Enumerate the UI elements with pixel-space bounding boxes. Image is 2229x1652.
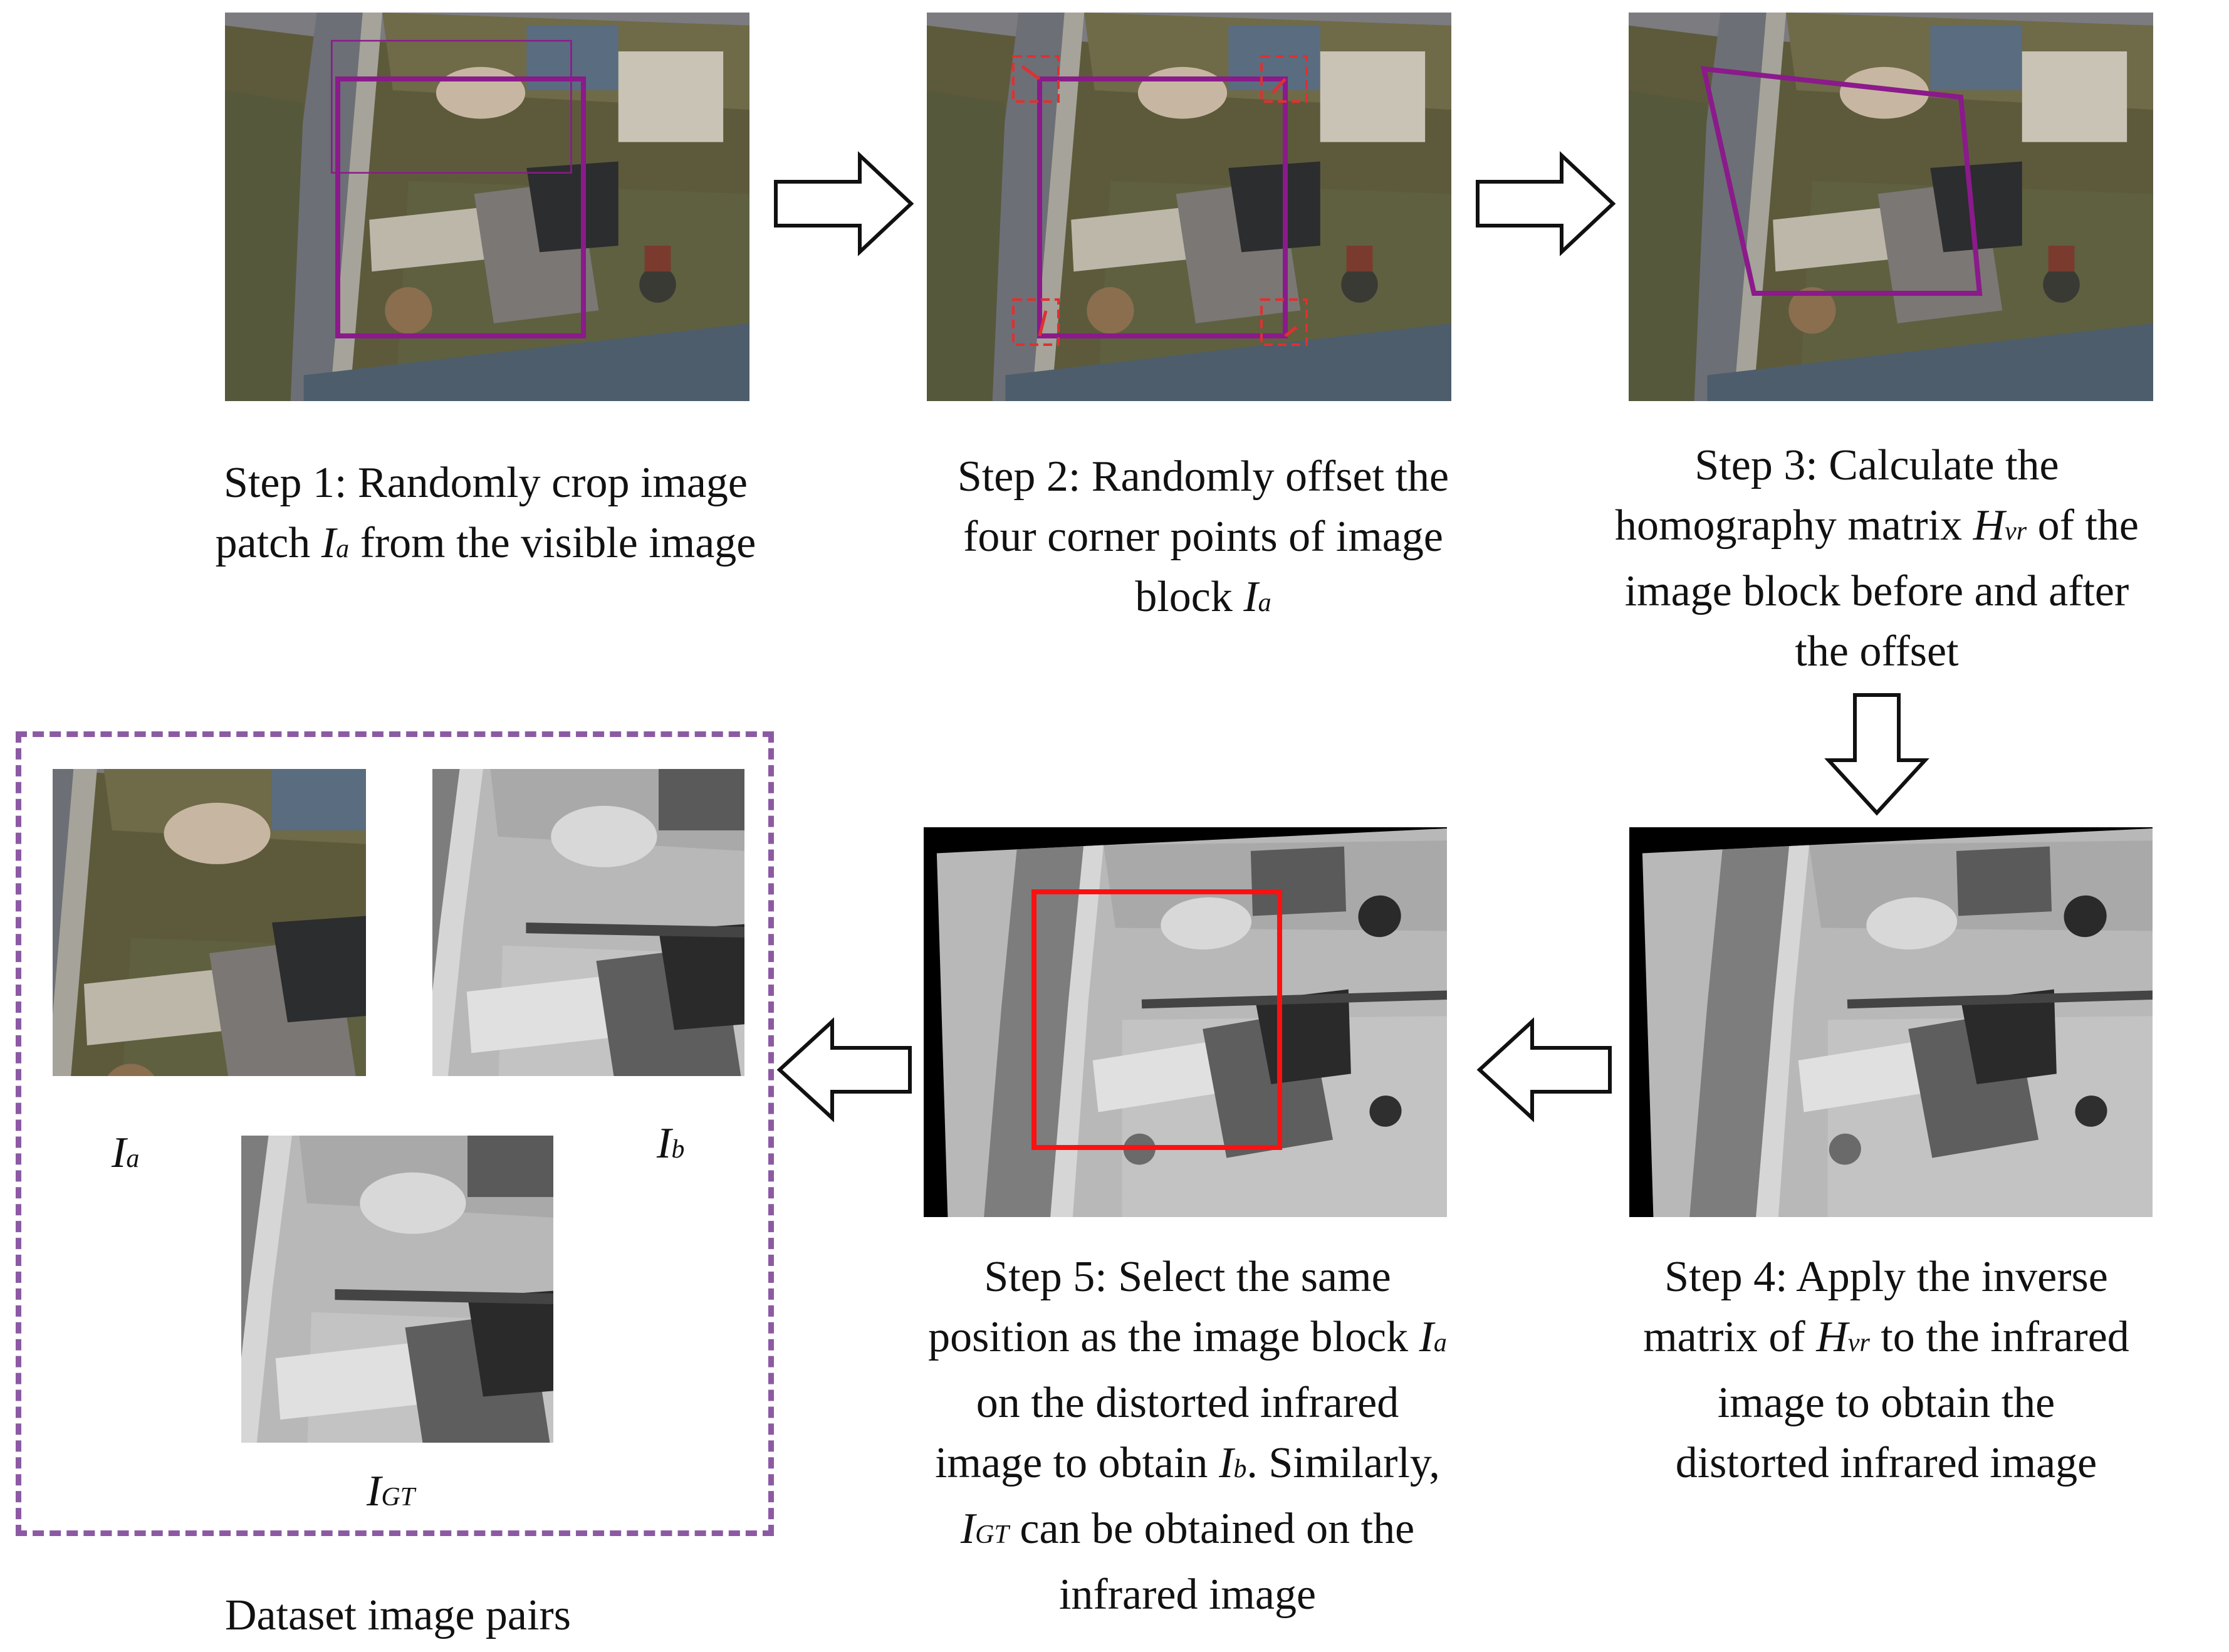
step5-caption: Step 5: Select the same position as the …: [827, 1247, 1548, 1625]
label-igt: IGT: [367, 1466, 415, 1517]
step1-crop-box: [225, 13, 749, 401]
step1-caption: Step 1: Randomly crop image patch Ia fro…: [125, 453, 846, 579]
arrow-down-icon: [1824, 691, 1930, 817]
arrow-left-icon: [1476, 1017, 1614, 1123]
step2-corner-offsets: [927, 13, 1451, 401]
arrow-right-icon: [772, 150, 916, 257]
patch-ib-image: [432, 769, 744, 1076]
step4-caption: Step 4: Apply the inverse matrix of Hvr …: [1542, 1247, 2229, 1493]
label-ia: Ia: [112, 1128, 139, 1178]
arrow-left-icon: [776, 1017, 914, 1123]
step5-select-box: [924, 827, 1447, 1217]
dataset-caption: Dataset image pairs: [50, 1586, 746, 1646]
arrow-right-icon: [1474, 150, 1618, 257]
step4-distorted-infrared-image: [1629, 827, 2153, 1217]
label-ib: Ib: [657, 1119, 684, 1169]
patch-igt-image: [241, 1136, 553, 1443]
step2-caption: Step 2: Randomly offset the four corner …: [837, 447, 1570, 633]
patch-ia-image: [53, 769, 366, 1076]
step3-warped-quad: [1629, 13, 2153, 401]
step3-caption: Step 3: Calculate the homography matrix …: [1529, 436, 2225, 682]
